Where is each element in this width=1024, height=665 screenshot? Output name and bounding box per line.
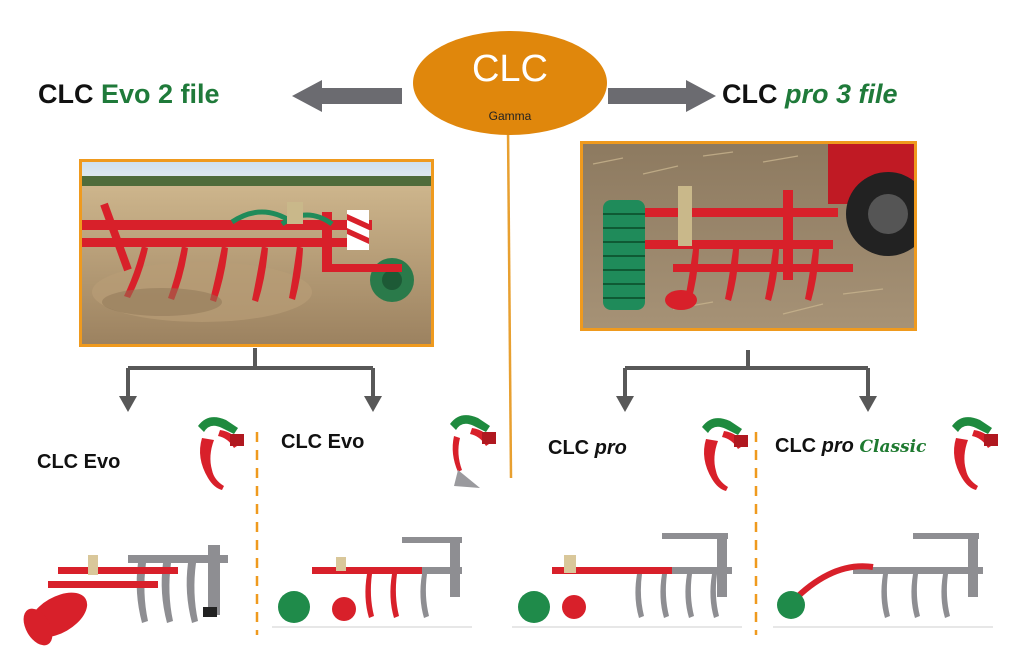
variant-label-evo-2: CLC Evo bbox=[281, 431, 365, 453]
center-connector-line bbox=[506, 127, 513, 479]
tine-icon bbox=[450, 415, 496, 488]
right-heading-accent: pro 3 file bbox=[785, 79, 898, 109]
right-arrow-icon bbox=[608, 80, 716, 112]
variant-label-pro: CLC pro bbox=[548, 437, 627, 459]
variant-label-evo-1: CLC Evo bbox=[37, 451, 121, 473]
arrow-down-icon bbox=[119, 396, 137, 412]
classic-script: Classic bbox=[859, 437, 927, 457]
left-photo bbox=[79, 159, 434, 347]
center-subtitle: Gamma bbox=[488, 109, 532, 123]
left-arrow-icon bbox=[292, 80, 402, 112]
arrow-down-icon bbox=[616, 396, 634, 412]
right-tree-connector bbox=[623, 350, 870, 398]
center-oval: CLC Gamma bbox=[413, 31, 607, 135]
left-tree-connector bbox=[126, 348, 375, 398]
machine-illustration-pro-classic bbox=[773, 533, 993, 628]
machine-illustration-evo-2 bbox=[272, 537, 472, 628]
variant-label-pro-classic: CLC pro Classic bbox=[775, 435, 927, 457]
left-heading: CLC Evo 2 file bbox=[38, 79, 220, 110]
arrow-down-icon bbox=[859, 396, 877, 412]
machine-illustration-evo-1 bbox=[23, 545, 228, 646]
left-heading-main: CLC bbox=[38, 79, 94, 109]
arrow-down-icon bbox=[364, 396, 382, 412]
right-photo bbox=[580, 141, 917, 331]
tine-icon bbox=[702, 418, 748, 491]
tine-icon bbox=[198, 417, 244, 490]
right-heading-main: CLC bbox=[722, 79, 778, 109]
center-title: CLC bbox=[471, 48, 549, 90]
left-heading-accent: Evo 2 file bbox=[101, 79, 220, 109]
tine-icon bbox=[952, 417, 998, 490]
right-heading: CLC pro 3 file bbox=[722, 79, 898, 110]
machine-illustration-pro bbox=[512, 533, 742, 628]
